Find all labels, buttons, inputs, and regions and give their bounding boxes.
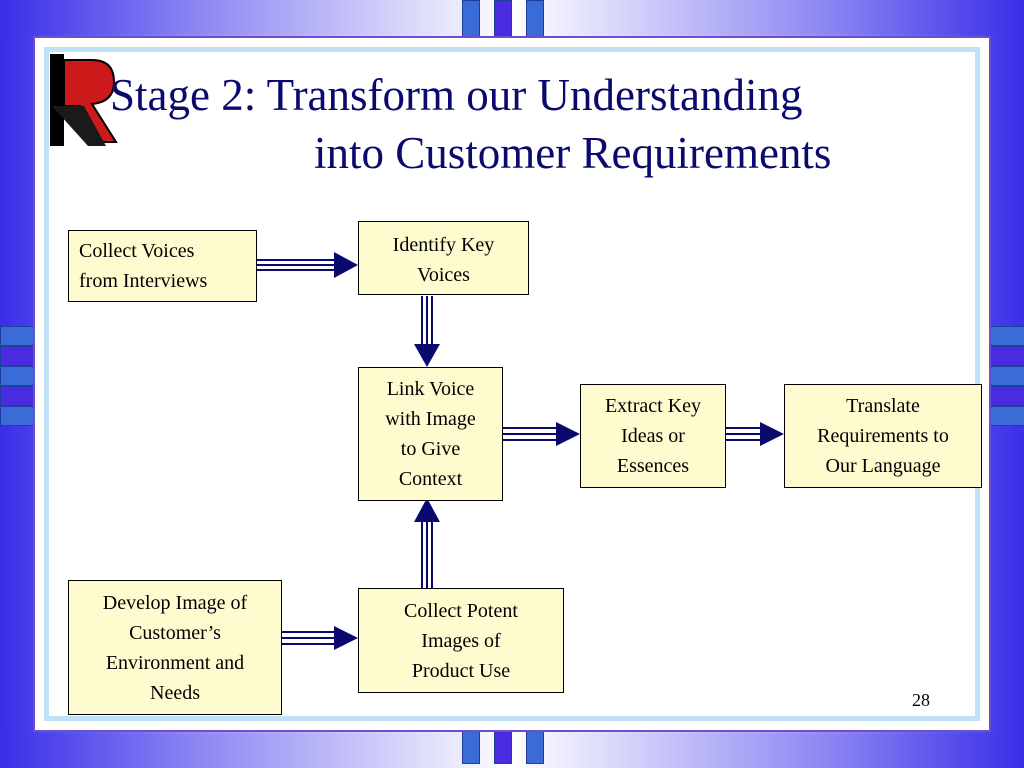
arrow-extract-to-translate [725, 427, 760, 441]
r-logo-icon [50, 54, 118, 146]
arrowhead [760, 422, 784, 446]
arrow-potent-to-link [421, 522, 433, 588]
arrowhead [414, 498, 440, 522]
page-title: Stage 2: Transform our Understanding int… [110, 66, 930, 182]
box-collect-potent-images: Collect Potent Images of Product Use [358, 588, 564, 693]
top-decorative-band [0, 0, 1024, 34]
box-extract-key-ideas: Extract Key Ideas or Essences [580, 384, 726, 488]
box-link-voice-with-image: Link Voice with Image to Give Context [358, 367, 503, 501]
bottom-decorative-band [0, 734, 1024, 768]
arrow-collect-to-identify [257, 259, 334, 271]
arrowhead [334, 626, 358, 650]
box-identify-key-voices: Identify Key Voices [358, 221, 529, 295]
box-translate-requirements: Translate Requirements to Our Language [784, 384, 982, 488]
box-collect-voices: Collect Voices from Interviews [68, 230, 257, 302]
arrow-identify-to-link [421, 296, 433, 344]
arrow-link-to-extract [503, 427, 556, 441]
page-number: 28 [912, 690, 930, 710]
arrowhead [334, 252, 358, 278]
title-line-2: into Customer Requirements [314, 128, 832, 178]
box-develop-image: Develop Image of Customer’s Environment … [68, 580, 282, 715]
title-line-1: Stage 2: Transform our Understanding [110, 70, 803, 120]
arrowhead [414, 344, 440, 367]
arrow-develop-to-potent [282, 631, 334, 645]
arrowhead [556, 422, 580, 446]
